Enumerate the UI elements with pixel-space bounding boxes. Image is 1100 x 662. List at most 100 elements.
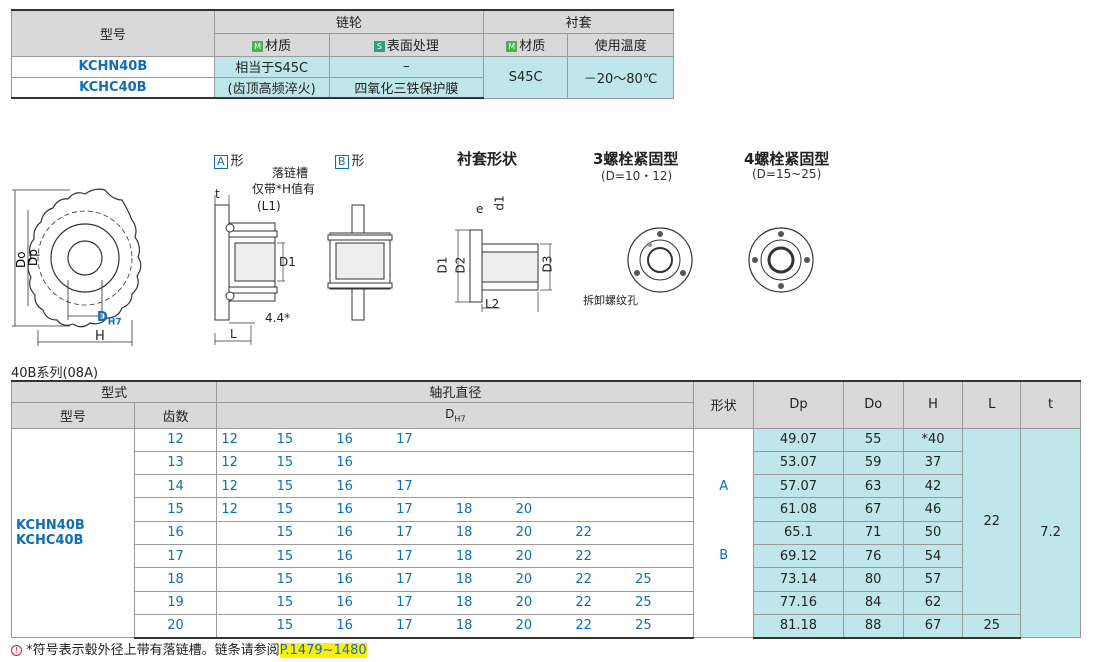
- sizes-h-teeth: 齿数: [133, 401, 218, 429]
- bore-diameter: [216, 590, 277, 615]
- material-badge-icon: M: [506, 41, 518, 52]
- sizes-h-do: Do: [842, 380, 904, 429]
- h-value: 54: [902, 543, 964, 569]
- dp-value: 53.07: [753, 450, 844, 476]
- teeth-count: 15: [133, 497, 218, 522]
- bolt4-sub: (D=15~25): [752, 167, 822, 181]
- type-a-box-icon: A: [214, 155, 228, 169]
- bore-diameter: [635, 427, 695, 452]
- bore-diameter: 12: [216, 450, 277, 476]
- bore-diameter: 15: [276, 590, 337, 615]
- bore-diameter: [455, 427, 516, 452]
- bore-diameter: [515, 450, 576, 476]
- shape-a: A: [719, 478, 729, 494]
- h-value: 50: [902, 520, 964, 545]
- bore-diameter: 20: [515, 613, 576, 639]
- do-value: 67: [842, 497, 904, 522]
- teeth-count: 16: [133, 520, 218, 545]
- material-badge-icon: M: [252, 41, 264, 52]
- bore-diameter: 16: [336, 613, 397, 639]
- bushing-title: 衬套形状: [457, 150, 518, 168]
- bore-diameter: 15: [276, 543, 337, 569]
- bore-diameter: 20: [515, 543, 576, 569]
- type-a-44-label: 4.4*: [265, 311, 291, 325]
- bore-diameter: 16: [336, 474, 397, 499]
- footnote: ! *符号表示毂外径上带有落链槽。链条请参阅P.1479~1480: [11, 639, 367, 658]
- bolt4-drawing: [748, 227, 814, 293]
- bore-diameter: 17: [396, 474, 456, 499]
- spec-bushing-material: S45C: [483, 55, 569, 99]
- front-dp-label: Dp: [26, 249, 40, 266]
- spec-surface-1: –: [328, 55, 485, 78]
- bore-diameter: 12: [216, 427, 277, 452]
- spec-group-sprocket: 链轮: [213, 9, 485, 34]
- do-value: 55: [842, 427, 904, 452]
- teeth-count: 12: [133, 427, 218, 452]
- bore-diameter: 17: [396, 590, 456, 615]
- bore-diameter: 16: [336, 450, 397, 476]
- bore-diameter: 15: [276, 567, 337, 592]
- spec-temperature: －20～80℃: [567, 55, 674, 99]
- dp-value: 81.18: [753, 613, 844, 639]
- bushing-L2-label: L2: [485, 297, 500, 311]
- bore-diameter: 20: [515, 520, 576, 545]
- bolt3-title: 3螺栓紧固型: [593, 150, 679, 168]
- bore-diameter: [635, 520, 695, 545]
- bore-diameter: 25: [635, 590, 695, 615]
- bore-diameter: 16: [336, 543, 397, 569]
- sizes-h-dp: Dp: [753, 380, 844, 429]
- bore-diameter: [216, 567, 277, 592]
- teeth-count: 14: [133, 474, 218, 499]
- bore-diameter: 17: [396, 567, 456, 592]
- warning-icon: !: [11, 645, 22, 656]
- bore-diameter: [455, 474, 516, 499]
- sizes-h-bore: 轴孔直径: [216, 380, 695, 403]
- bore-diameter: [216, 543, 277, 569]
- do-value: 84: [842, 590, 904, 615]
- do-value: 80: [842, 567, 904, 592]
- type-a-t-label: t: [215, 187, 220, 201]
- type-b-label: 形: [351, 154, 365, 169]
- bore-diameter: 22: [575, 520, 636, 545]
- bore-diameter: [575, 450, 636, 476]
- bore-diameter: 17: [396, 543, 456, 569]
- sprocket-front-drawing: Do Dp: [12, 188, 142, 346]
- bore-diameter: 20: [515, 497, 576, 522]
- dp-value: 61.08: [753, 497, 844, 522]
- bore-diameter: [575, 427, 636, 452]
- sizes-h-h: H: [902, 380, 964, 429]
- bore-diameter: [635, 450, 695, 476]
- h-value: 46: [902, 497, 964, 522]
- dp-value: 57.07: [753, 474, 844, 499]
- sizes-h-shape: 形状: [693, 380, 755, 429]
- do-value: 88: [842, 613, 904, 639]
- sizes-table: 型式 轴孔直径 形状 Dp Do H L t 型号 齿数 DH7 KCHN40B…: [10, 380, 1081, 639]
- page-ref-link[interactable]: P.1479~1480: [279, 643, 367, 658]
- dp-value: 49.07: [753, 427, 844, 452]
- bore-diameter: 18: [455, 613, 516, 639]
- bolt3-hole-label: 拆卸螺纹孔: [583, 294, 638, 307]
- front-dh7-label: DH7: [97, 310, 122, 328]
- bore-diameter: 20: [515, 567, 576, 592]
- spec-col-surface-label: 表面处理: [386, 39, 439, 54]
- bore-diameter: [515, 474, 576, 499]
- bolt3-drawing: [627, 227, 693, 293]
- bore-diameter: 22: [575, 613, 636, 639]
- teeth-count: 17: [133, 543, 218, 569]
- h-value: 37: [902, 450, 964, 476]
- do-value: 63: [842, 474, 904, 499]
- bore-diameter: 12: [216, 474, 277, 499]
- dp-value: 65.1: [753, 520, 844, 545]
- front-do-label: Do: [14, 251, 28, 268]
